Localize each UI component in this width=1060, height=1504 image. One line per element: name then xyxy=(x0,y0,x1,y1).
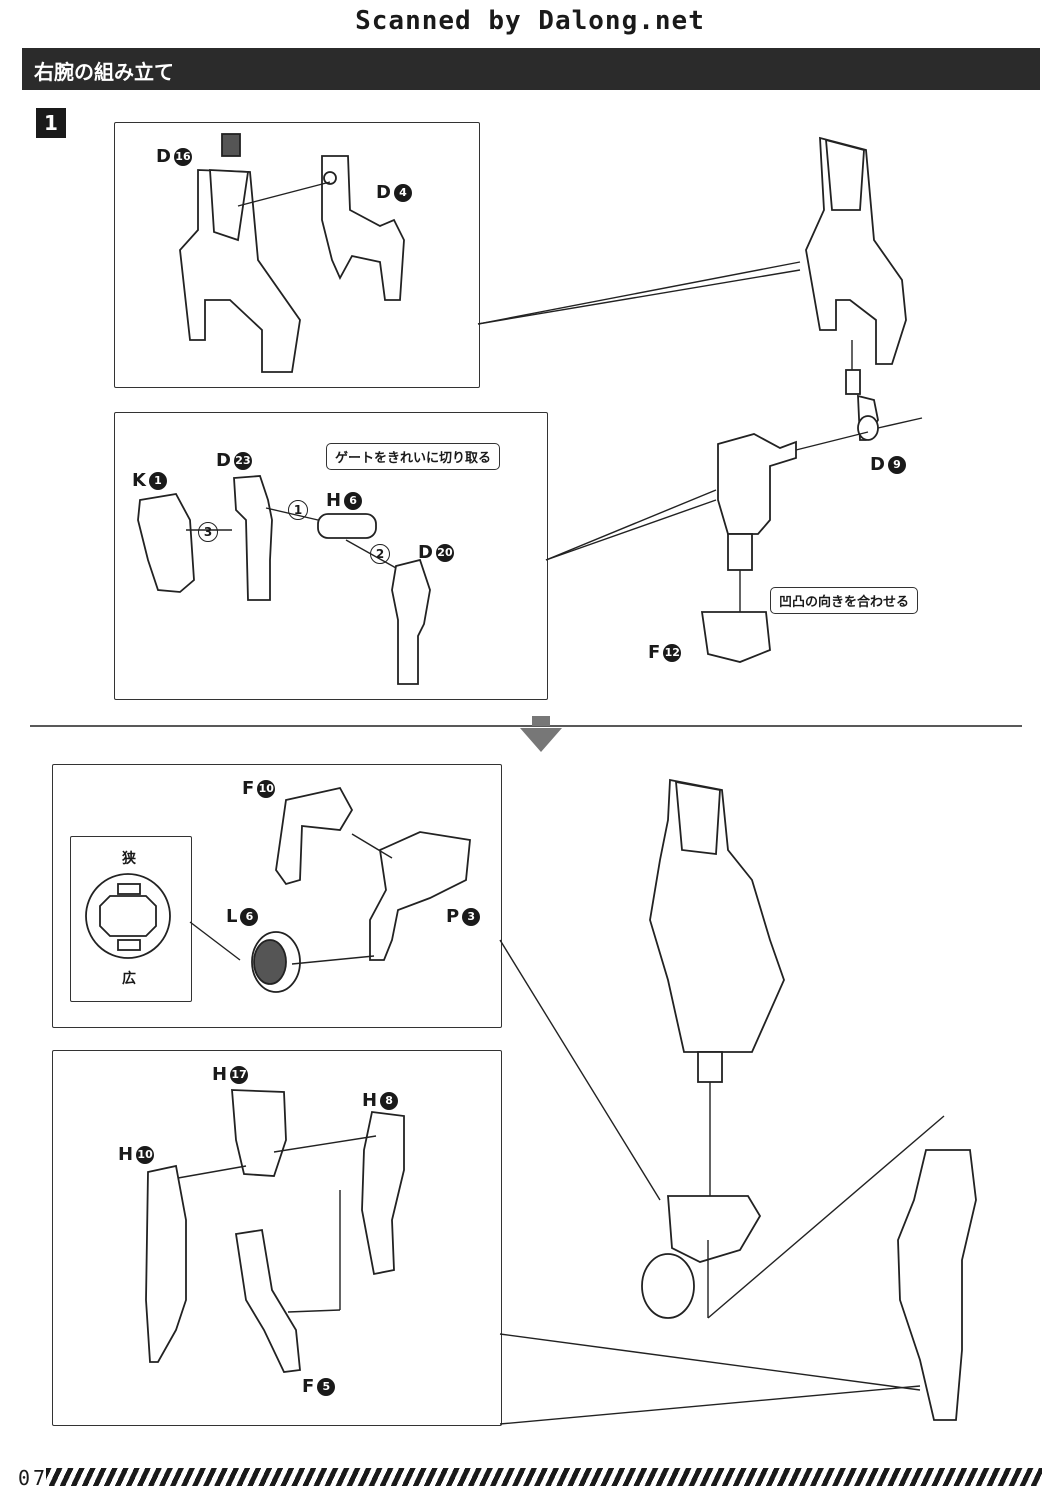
section-title-bar: 右腕の組み立て xyxy=(22,48,1040,90)
callout-align-notches: 凹凸の向きを合わせる xyxy=(770,587,919,614)
panel-forearm-assembly xyxy=(52,1050,502,1426)
upper-arm-assembled xyxy=(649,778,785,1083)
shoulder-assembled xyxy=(805,136,907,365)
detail-label-narrow: 狭 xyxy=(122,851,136,867)
page-number: 07 xyxy=(18,1466,49,1490)
ring-part-f12 xyxy=(700,611,771,663)
scan-credit: Scanned by Dalong.net xyxy=(355,6,705,36)
upper-arm-joint-assembled xyxy=(717,433,797,571)
order-mark-2: 2 xyxy=(370,544,390,564)
order-mark-1: 1 xyxy=(288,500,308,520)
section-title: 右腕の組み立て xyxy=(34,60,174,84)
order-mark-3: 3 xyxy=(198,522,218,542)
detail-label-wide: 広 xyxy=(122,971,136,987)
callout-cut-gate-cleanly: ゲートをきれいに切り取る xyxy=(326,443,501,470)
joint-part-d9 xyxy=(845,369,879,441)
forearm-assembled xyxy=(897,1149,977,1421)
down-arrow-icon xyxy=(520,716,562,752)
step-number: 1 xyxy=(36,108,66,138)
footer-stripes xyxy=(46,1468,1042,1486)
elbow-assembled xyxy=(641,1195,762,1319)
